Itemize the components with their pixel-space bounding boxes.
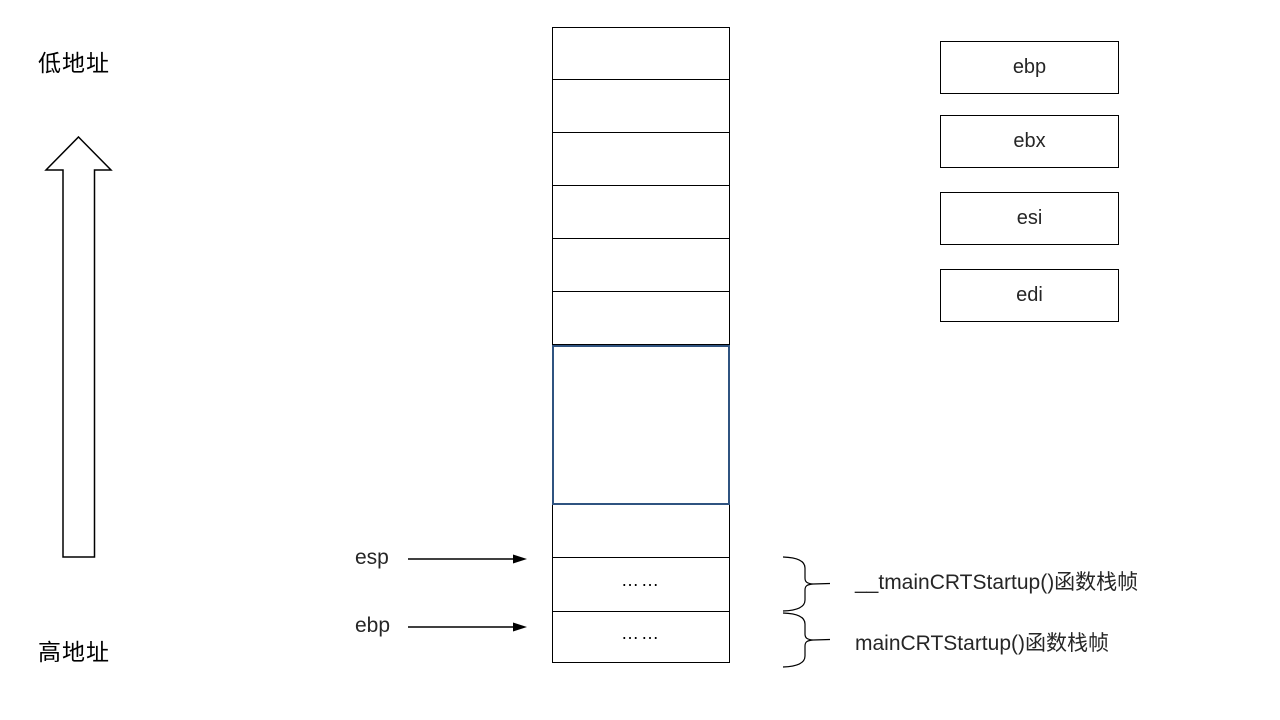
expanded-frame-box — [552, 345, 730, 505]
stack-cell — [552, 133, 730, 186]
tmain-frame-label: __tmainCRTStartup()函数栈帧 — [855, 571, 1139, 594]
stack-cell — [552, 239, 730, 292]
ebp-arrow-icon — [408, 622, 527, 632]
stack-cell — [552, 186, 730, 239]
register-box-ebp: ebp — [940, 41, 1119, 94]
esp-pointer-label: esp — [355, 546, 389, 569]
stack-cell — [552, 27, 730, 80]
stack-cell — [552, 80, 730, 133]
stack-cell-main-frame: …… — [552, 612, 730, 663]
register-box-ebx: ebx — [940, 115, 1119, 168]
frame-braces-icon — [782, 556, 831, 668]
main-frame-label: mainCRTStartup()函数栈帧 — [855, 632, 1109, 655]
stack-cell — [552, 505, 730, 558]
register-box-esi: esi — [940, 192, 1119, 245]
ebp-pointer-label: ebp — [355, 614, 391, 637]
stack-column: …… …… — [552, 27, 730, 663]
esp-arrow-icon — [408, 554, 527, 564]
low-address-label: 低地址 — [38, 50, 110, 76]
high-address-label: 高地址 — [38, 639, 110, 665]
stack-cell-tmain-frame: …… — [552, 558, 730, 612]
register-box-edi: edi — [940, 269, 1119, 322]
stack-cell — [552, 292, 730, 345]
address-direction-up-arrow-icon — [44, 135, 113, 558]
